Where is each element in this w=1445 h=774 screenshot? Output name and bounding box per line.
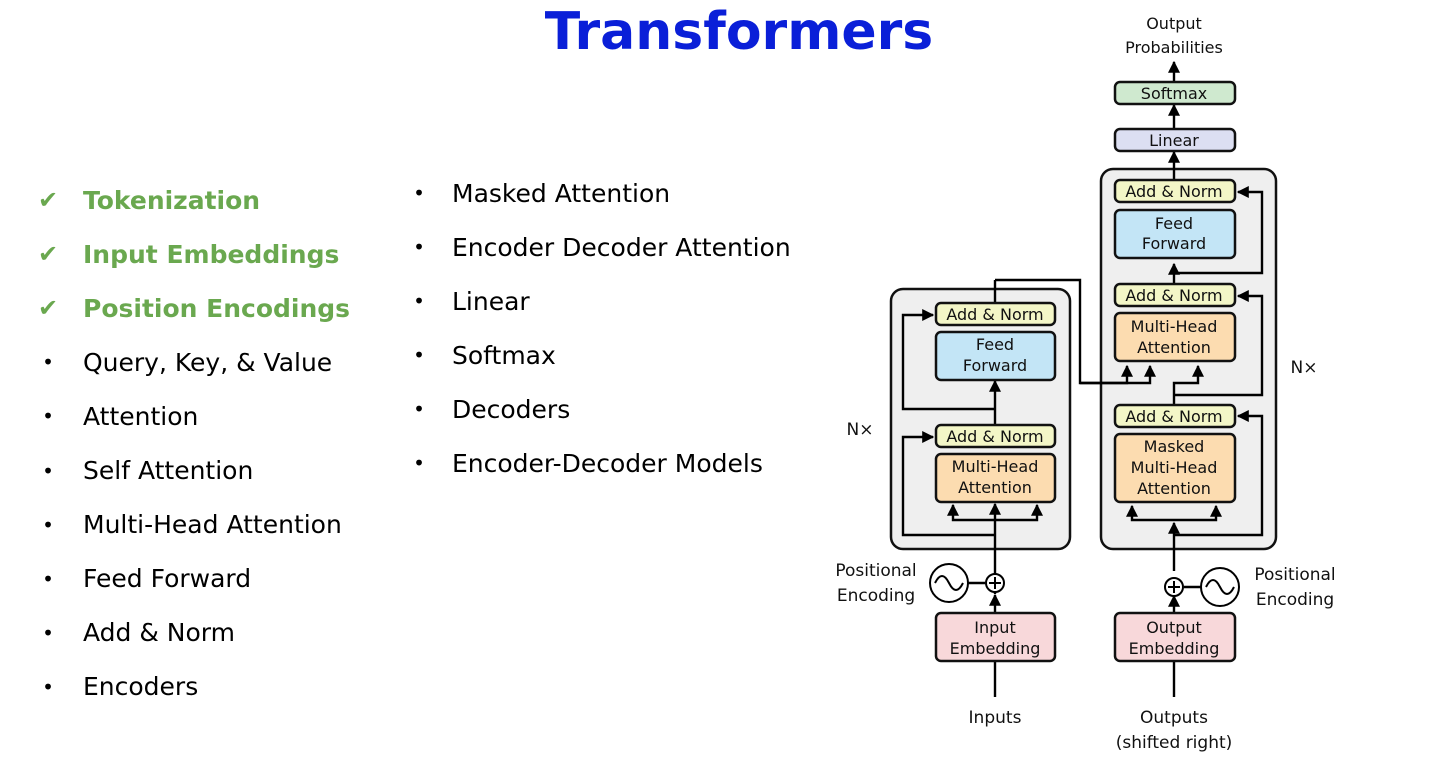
decoder-nx-label: N× bbox=[1291, 358, 1318, 378]
topic-item-label: Encoder Decoder Attention bbox=[452, 232, 791, 262]
output-embedding-label-2: Embedding bbox=[1129, 639, 1220, 658]
decoder-positional-label-1: Positional bbox=[1254, 565, 1335, 585]
encoder-nx-label: N× bbox=[847, 420, 874, 440]
decoder-positional-label-2: Encoding bbox=[1256, 590, 1334, 610]
topic-item-label: Self Attention bbox=[83, 456, 254, 485]
output-probabilities-label-1: Output bbox=[1146, 14, 1202, 33]
decoder-add-norm-3 bbox=[1113, 178, 1237, 204]
topic-item: ✔ Input Embeddings bbox=[33, 234, 339, 274]
input-embedding-label-2: Embedding bbox=[950, 639, 1041, 658]
encoder-positional-label-2: Encoding bbox=[837, 586, 915, 606]
output-probabilities-label-2: Probabilities bbox=[1125, 38, 1223, 57]
input-embedding-label-1: Input bbox=[974, 618, 1015, 637]
decoder-add-norm-1-label: Add & Norm bbox=[1125, 407, 1222, 426]
topic-item-label: Add & Norm bbox=[83, 618, 235, 648]
bullet-icon: • bbox=[413, 397, 425, 421]
decoder-add-norm-2-label: Add & Norm bbox=[1125, 286, 1222, 305]
topic-item-label: Encoders bbox=[83, 672, 199, 702]
topic-item: • Self Attention bbox=[33, 451, 253, 491]
decoder-masked-attention bbox=[1113, 432, 1237, 504]
decoder-multi-head-label-1: Multi-Head bbox=[1131, 317, 1218, 336]
topic-item-label: Input Embeddings bbox=[83, 239, 340, 269]
topic-item-label: Linear bbox=[452, 286, 530, 316]
topic-item-label: Position Encodings bbox=[83, 293, 351, 323]
topic-item-label: Attention bbox=[83, 401, 199, 431]
topic-item-label: Decoders bbox=[452, 394, 571, 424]
topic-item-label: Feed Forward bbox=[83, 564, 252, 594]
softmax-label: Softmax bbox=[1141, 84, 1207, 103]
bullet-icon: • bbox=[42, 350, 54, 375]
bullet-icon: • bbox=[42, 674, 54, 699]
bullet-icon: • bbox=[413, 343, 425, 367]
encoder-feed-forward-label-1: Feed bbox=[976, 335, 1014, 354]
topic-item-label: Softmax bbox=[452, 340, 556, 370]
decoder-feed-forward bbox=[1113, 208, 1237, 260]
topic-item: • Softmax bbox=[404, 335, 556, 375]
topic-item: ✔ Position Encodings bbox=[33, 288, 350, 328]
decoder-masked-label-1: Masked bbox=[1144, 437, 1205, 456]
topic-item: • Decoders bbox=[404, 389, 570, 429]
encoder-feed-forward bbox=[934, 330, 1057, 382]
encoder-multi-head-attention bbox=[934, 452, 1057, 504]
topic-item: • Multi-Head Attention bbox=[33, 505, 342, 545]
checkmark-icon: ✔ bbox=[37, 240, 59, 269]
bullet-icon: • bbox=[42, 512, 54, 537]
encoder-add-norm-2 bbox=[934, 301, 1057, 327]
bullet-icon: • bbox=[413, 181, 425, 205]
decoder-multi-head-label-2: Attention bbox=[1137, 338, 1211, 357]
encoder-block bbox=[889, 287, 1072, 551]
topic-item-label: Tokenization bbox=[83, 185, 261, 215]
decoder-add-norm-2 bbox=[1113, 282, 1237, 308]
softmax-layer bbox=[1113, 80, 1237, 106]
encoder-add-norm-2-label: Add & Norm bbox=[946, 305, 1043, 324]
topic-item: • Encoder-Decoder Models bbox=[404, 443, 763, 483]
checkmark-icon: ✔ bbox=[37, 294, 59, 323]
page-title: Transformers bbox=[544, 2, 934, 62]
topic-item: ✔ Tokenization bbox=[33, 180, 260, 220]
encoder-multi-head-label-2: Attention bbox=[958, 478, 1032, 497]
bullet-icon: • bbox=[42, 458, 54, 483]
bullet-icon: • bbox=[42, 404, 54, 429]
inputs-label: Inputs bbox=[969, 708, 1022, 728]
linear-label: Linear bbox=[1149, 131, 1199, 150]
topic-item: • Add & Norm bbox=[33, 613, 235, 653]
checkmark-icon: ✔ bbox=[37, 186, 59, 214]
topic-item-label: Multi-Head Attention bbox=[83, 510, 342, 540]
topic-item: • Masked Attention bbox=[404, 173, 670, 213]
encoder-feed-forward-label-2: Forward bbox=[963, 356, 1027, 375]
topic-item-label: Masked Attention bbox=[452, 178, 671, 208]
bullet-icon: • bbox=[413, 289, 425, 313]
decoder-feed-forward-label-2: Forward bbox=[1142, 234, 1206, 253]
outputs-label-2: (shifted right) bbox=[1116, 733, 1233, 753]
topic-item: • Linear bbox=[404, 281, 530, 321]
topic-item-label: Query, Key, & Value bbox=[83, 347, 333, 377]
decoder-multi-head-attention bbox=[1113, 311, 1237, 363]
decoder-feed-forward-label-1: Feed bbox=[1155, 214, 1193, 233]
outputs-label-1: Outputs bbox=[1140, 708, 1208, 728]
decoder-add-norm-3-label: Add & Norm bbox=[1125, 182, 1222, 201]
topic-item-label: Encoder-Decoder Models bbox=[452, 448, 763, 478]
decoder-masked-label-3: Attention bbox=[1137, 479, 1211, 498]
linear-layer bbox=[1113, 127, 1237, 153]
topic-item: • Encoders bbox=[33, 667, 198, 707]
encoder-add-norm-1-label: Add & Norm bbox=[946, 427, 1043, 446]
encoder-add-norm-1 bbox=[934, 423, 1057, 449]
output-embedding-label-1: Output bbox=[1146, 618, 1202, 637]
output-embedding bbox=[1113, 611, 1237, 663]
bullet-icon: • bbox=[42, 620, 54, 645]
topic-item: • Query, Key, & Value bbox=[33, 342, 332, 382]
topic-item: • Attention bbox=[33, 396, 198, 436]
decoder-add-norm-1 bbox=[1113, 403, 1237, 429]
decoder-masked-label-2: Multi-Head bbox=[1131, 458, 1218, 477]
encoder-positional-label-1: Positional bbox=[835, 561, 916, 581]
encoder-multi-head-label-1: Multi-Head bbox=[952, 457, 1039, 476]
topic-item: • Encoder Decoder Attention bbox=[404, 227, 791, 267]
bullet-icon: • bbox=[413, 451, 425, 475]
bullet-icon: • bbox=[413, 235, 425, 259]
topic-item: • Feed Forward bbox=[33, 559, 251, 599]
input-embedding bbox=[934, 611, 1057, 663]
bullet-icon: • bbox=[42, 566, 54, 591]
